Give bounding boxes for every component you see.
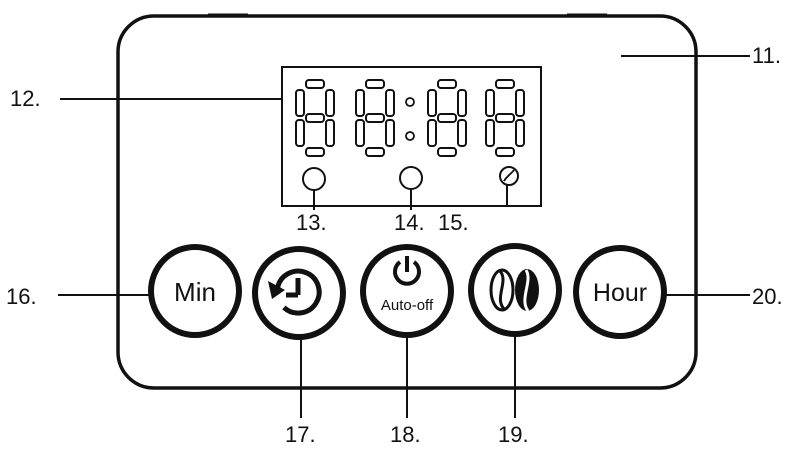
lcd-segment-d	[365, 147, 385, 157]
lcd-segment-c	[515, 119, 525, 147]
lcd-segment-f	[295, 89, 305, 117]
lcd-segment-e	[355, 119, 365, 147]
lcd-digit	[355, 79, 395, 157]
lcd-segment-d	[305, 147, 325, 157]
callout-11: 11.	[752, 43, 781, 68]
callout-16: 16.	[6, 284, 37, 309]
program-button[interactable]	[252, 246, 346, 340]
indicator-15-bean-icon	[499, 166, 519, 186]
lcd-segment-g	[365, 113, 385, 123]
lcd-segment-d	[437, 147, 457, 157]
lcd-segment-b	[515, 89, 525, 117]
lcd-segment-g	[437, 113, 457, 123]
lcd-segment-c	[325, 119, 335, 147]
clock-arrow-icon	[268, 268, 322, 316]
lcd-segment-g	[305, 113, 325, 123]
colon-dot-bottom	[405, 131, 415, 141]
callout-17: 17.	[285, 422, 316, 447]
indicator-14	[399, 166, 423, 190]
min-button-label: Min	[174, 277, 216, 307]
lcd-segment-b	[325, 89, 335, 117]
hour-button-label: Hour	[593, 279, 647, 307]
callout-12: 12.	[10, 86, 41, 111]
lcd-segment-f	[355, 89, 365, 117]
hour-button[interactable]: Hour	[573, 245, 667, 339]
lcd-segment-f	[485, 89, 495, 117]
power-icon	[393, 256, 421, 286]
callout-19: 19.	[498, 422, 529, 447]
lcd-segment-g	[495, 113, 515, 123]
callout-18: 18.	[390, 422, 421, 447]
lcd-digit	[485, 79, 525, 157]
indicator-13	[302, 167, 326, 191]
lcd-segment-e	[427, 119, 437, 147]
lcd-segment-c	[385, 119, 395, 147]
lcd-segment-a	[437, 79, 457, 89]
callout-14: 14.	[394, 210, 425, 235]
lcd-segment-b	[385, 89, 395, 117]
lcd-segment-f	[427, 89, 437, 117]
lcd-segment-a	[365, 79, 385, 89]
callout-15: 15.	[438, 210, 469, 235]
auto-off-button[interactable]: Auto-off	[360, 244, 454, 338]
min-button[interactable]: Min	[148, 244, 242, 338]
lcd-segment-d	[495, 147, 515, 157]
strength-button[interactable]	[468, 243, 562, 337]
lcd-segment-a	[305, 79, 325, 89]
coffee-beans-icon	[489, 268, 539, 312]
callout-20: 20.	[752, 284, 783, 309]
lcd-segment-c	[457, 119, 467, 147]
auto-off-label: Auto-off	[381, 297, 434, 314]
lcd-segment-e	[295, 119, 305, 147]
lcd-segment-e	[485, 119, 495, 147]
lcd-segment-b	[457, 89, 467, 117]
colon-dot-top	[405, 97, 415, 107]
leader-lines	[58, 55, 750, 418]
callout-13: 13.	[296, 210, 327, 235]
seven-segment-digits	[295, 79, 525, 157]
lcd-digit	[295, 79, 335, 157]
lcd-segment-a	[495, 79, 515, 89]
lcd-digit	[427, 79, 467, 157]
